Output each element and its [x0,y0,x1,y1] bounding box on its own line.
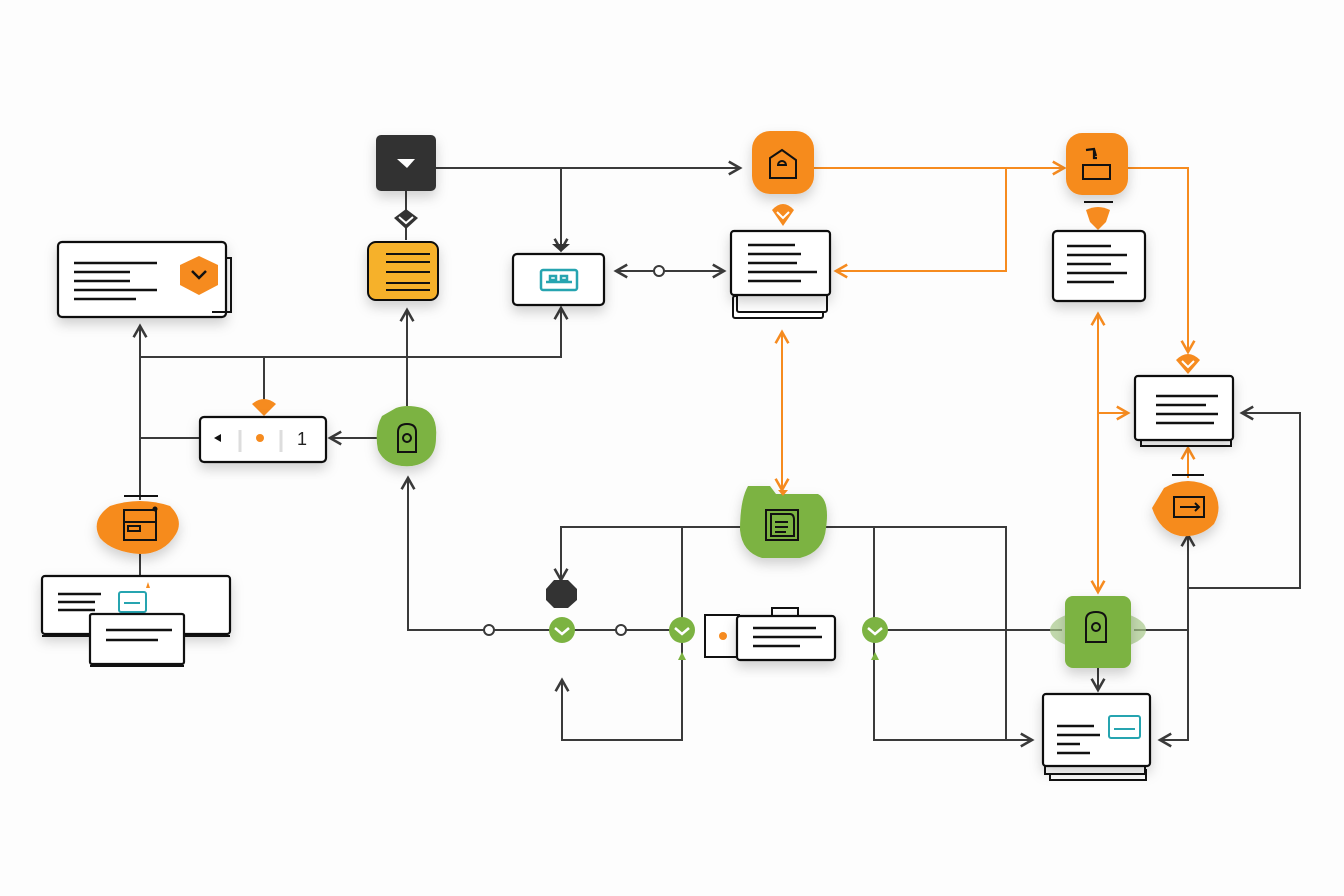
pagination-control[interactable]: 1 [198,415,328,464]
edge-lock2-right[interactable] [1134,629,1189,748]
hammer-box-icon [1082,147,1111,180]
text-lines [1067,244,1127,284]
edge-gate-loop-to-lock[interactable] [400,475,550,631]
list-node-yellow[interactable] [367,241,439,301]
current-page-dot-icon [256,434,264,442]
chevron-down-icon[interactable] [180,256,218,295]
edges-accent [774,160,1196,595]
text-lines [106,628,172,642]
home-node-orange[interactable] [752,131,814,194]
orange-chevron-connector [772,204,794,226]
text-lines [1057,724,1100,755]
bed-icon [118,591,147,613]
document-node-bottom-right[interactable] [1041,692,1152,781]
funnel-icon [397,159,415,168]
orange-chevron-connector [1176,354,1200,374]
composite-card-node[interactable] [40,574,232,667]
edge-branch-to-stack[interactable] [833,168,1007,279]
document-node-right-top[interactable] [1051,229,1147,303]
checkpoint[interactable] [862,617,888,660]
lock-node-green-2[interactable] [1050,596,1146,668]
bed-icon [1108,715,1141,739]
folder-card-node[interactable] [704,607,837,662]
orange-connector [1086,207,1110,230]
note-icon [765,509,799,541]
edge-rings [483,265,665,636]
ring-connector [483,624,495,636]
edge-bus-horizontal[interactable] [140,305,569,358]
home-icon [769,148,797,179]
tool-node-orange[interactable] [1066,133,1128,230]
list-icon [386,253,430,291]
gate-node-dark[interactable] [546,580,577,608]
edge-loop-to-doc-mid[interactable] [1188,405,1301,589]
lock-node-green[interactable] [376,406,437,467]
input-node-orange[interactable] [1152,474,1219,537]
start-node-dark[interactable] [376,135,436,191]
edge-note-to-gate[interactable] [553,526,742,583]
ring-connector [615,624,627,636]
prev-page-icon[interactable] [214,434,221,442]
wallet-node-orange[interactable] [96,495,179,554]
text-lines [753,626,822,648]
edge-note-to-right[interactable] [826,526,1035,748]
bed-icon [539,268,579,292]
text-lines [58,592,101,612]
checkpoint[interactable] [549,617,575,643]
pager-connector [252,399,276,416]
stacked-document-node[interactable] [729,229,832,319]
edge-tool-to-doc-mid[interactable] [1128,167,1196,355]
ring-connector [653,265,665,277]
input-arrow-icon [1173,496,1205,518]
text-lines [748,243,817,283]
note-node-green[interactable] [740,486,827,558]
lock-icon [397,422,417,453]
wallet-icon [123,509,157,541]
text-lines [74,261,157,301]
lock-icon [1085,610,1107,643]
edge-start-to-media[interactable] [436,167,569,253]
edge-note-drop-3[interactable] [873,527,1006,741]
media-card-node[interactable] [511,244,606,307]
document-node-right-mid[interactable] [1133,374,1235,447]
text-lines [1156,394,1218,425]
doc-expand-node[interactable] [56,240,232,319]
status-dot-icon [719,632,727,640]
checkpoint[interactable] [669,617,695,660]
diamond-connector [394,209,418,229]
page-number: 1 [297,429,307,449]
